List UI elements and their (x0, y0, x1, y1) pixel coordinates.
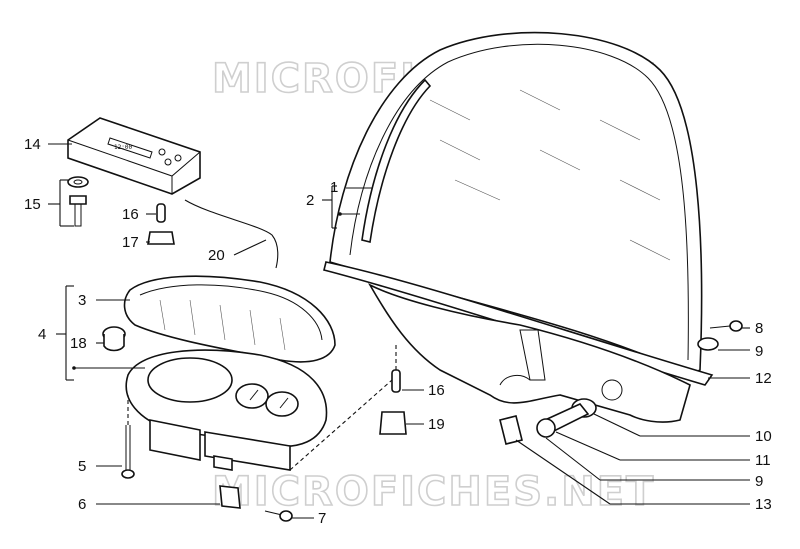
clip-13 (499, 415, 523, 445)
part-labels: 1 2 3 4 5 6 7 8 9 12 10 11 9 13 14 15 16… (24, 136, 772, 527)
label-4: 4 (38, 326, 46, 343)
screw-5 (121, 425, 135, 479)
label-9-lower: 9 (755, 473, 763, 490)
trim-seal (361, 78, 432, 243)
label-7: 7 (318, 510, 326, 527)
label-8: 8 (755, 320, 763, 337)
label-9-upper: 9 (755, 343, 763, 360)
label-2: 2 (306, 192, 314, 209)
label-20: 20 (208, 247, 225, 264)
instrument-body (125, 349, 328, 471)
front-shield-housing (367, 283, 691, 423)
label-10: 10 (755, 428, 772, 445)
label-18: 18 (70, 335, 87, 352)
label-13: 13 (755, 496, 772, 513)
label-17: 17 (122, 234, 139, 251)
label-15: 15 (24, 196, 41, 213)
label-5: 5 (78, 458, 86, 475)
display-readout: 12:00 (114, 144, 132, 151)
screw-8 (709, 320, 743, 332)
screw-and-washer (67, 176, 89, 227)
digital-display-module: 12:00 (67, 117, 201, 195)
label-16-lower: 16 (428, 382, 445, 399)
watermark-bottom: MICROFICHES.NET (212, 469, 655, 515)
display-cable (184, 199, 279, 269)
spacer-bushing (536, 398, 597, 438)
label-3: 3 (78, 292, 86, 309)
label-1: 1 (330, 179, 338, 196)
label-11: 11 (755, 452, 771, 469)
clip-6 (219, 485, 241, 509)
label-12: 12 (755, 370, 772, 387)
bulb-upper (147, 203, 175, 245)
washer-9 (697, 337, 719, 351)
label-14: 14 (24, 136, 41, 153)
instrument-cover (123, 275, 336, 363)
screw-7 (264, 510, 293, 522)
bulb-lower (379, 369, 407, 435)
label-16-upper: 16 (122, 206, 139, 223)
grommet (102, 326, 126, 352)
leader-lines (48, 143, 750, 519)
label-6: 6 (78, 496, 86, 513)
label-19: 19 (428, 416, 445, 433)
